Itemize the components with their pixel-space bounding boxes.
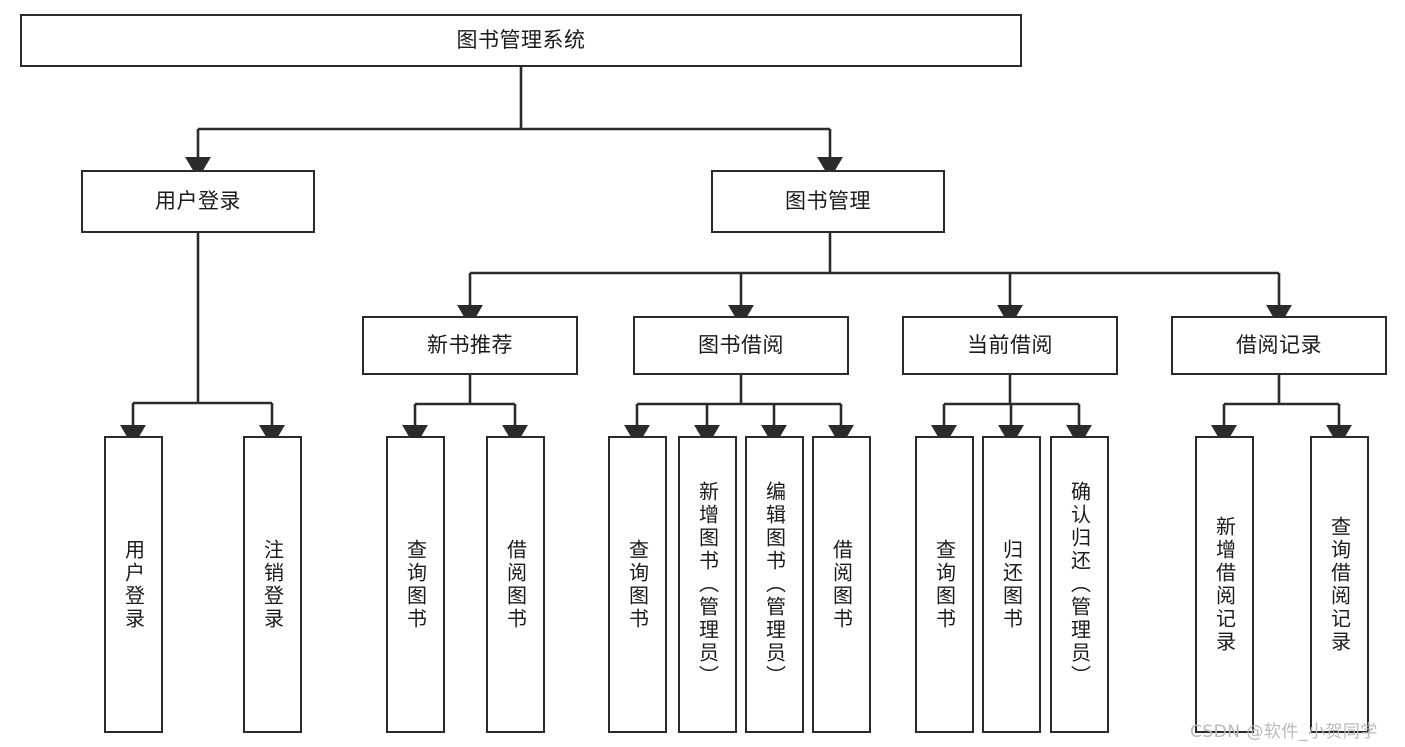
leaf-query-book-borrow[interactable]: 查询图书 <box>608 436 667 733</box>
node-book-borrow-label: 图书借阅 <box>698 333 784 358</box>
node-user-login[interactable]: 用户登录 <box>81 170 315 233</box>
node-user-login-label: 用户登录 <box>155 189 241 214</box>
leaf-add-book-label: 新增图书（管理员） <box>695 481 720 688</box>
leaf-query-record-label: 查询借阅记录 <box>1327 515 1352 654</box>
leaf-return-book-label: 归还图书 <box>999 538 1024 631</box>
node-book-manage[interactable]: 图书管理 <box>711 170 945 233</box>
leaf-borrow-book-label: 借阅图书 <box>829 538 854 631</box>
leaf-user-login[interactable]: 用户登录 <box>104 436 163 733</box>
leaf-query-book-cur[interactable]: 查询图书 <box>915 436 974 733</box>
node-new-book-recommend-label: 新书推荐 <box>427 333 513 358</box>
node-new-book-recommend[interactable]: 新书推荐 <box>362 316 578 375</box>
leaf-borrow-book[interactable]: 借阅图书 <box>812 436 871 733</box>
node-book-manage-label: 图书管理 <box>785 189 871 214</box>
leaf-confirm-return-label: 确认归还（管理员） <box>1067 481 1092 688</box>
leaf-add-record-label: 新增借阅记录 <box>1212 515 1237 654</box>
leaf-user-logout[interactable]: 注销登录 <box>243 436 302 733</box>
leaf-user-login-label: 用户登录 <box>121 538 146 631</box>
leaf-edit-book[interactable]: 编辑图书（管理员） <box>745 436 804 733</box>
leaf-edit-book-label: 编辑图书（管理员） <box>762 481 787 688</box>
node-current-borrow-label: 当前借阅 <box>967 333 1053 358</box>
leaf-query-record[interactable]: 查询借阅记录 <box>1310 436 1369 733</box>
leaf-query-book-rec[interactable]: 查询图书 <box>386 436 445 733</box>
node-borrow-records-label: 借阅记录 <box>1236 333 1322 358</box>
csdn-watermark: CSDN @软件_小贺同学 <box>1190 722 1378 742</box>
leaf-query-book-rec-label: 查询图书 <box>403 538 428 631</box>
node-current-borrow[interactable]: 当前借阅 <box>902 316 1118 375</box>
leaf-return-book[interactable]: 归还图书 <box>982 436 1041 733</box>
leaf-borrow-book-rec-label: 借阅图书 <box>503 538 528 631</box>
leaf-borrow-book-rec[interactable]: 借阅图书 <box>486 436 545 733</box>
node-borrow-records[interactable]: 借阅记录 <box>1171 316 1387 375</box>
node-root[interactable]: 图书管理系统 <box>20 14 1022 67</box>
leaf-add-record[interactable]: 新增借阅记录 <box>1195 436 1254 733</box>
node-book-borrow[interactable]: 图书借阅 <box>633 316 849 375</box>
leaf-confirm-return[interactable]: 确认归还（管理员） <box>1050 436 1109 733</box>
leaf-add-book[interactable]: 新增图书（管理员） <box>678 436 737 733</box>
node-root-label: 图书管理系统 <box>456 28 586 53</box>
leaf-query-book-borrow-label: 查询图书 <box>625 538 650 631</box>
leaf-user-logout-label: 注销登录 <box>260 538 285 631</box>
leaf-query-book-cur-label: 查询图书 <box>932 538 957 631</box>
